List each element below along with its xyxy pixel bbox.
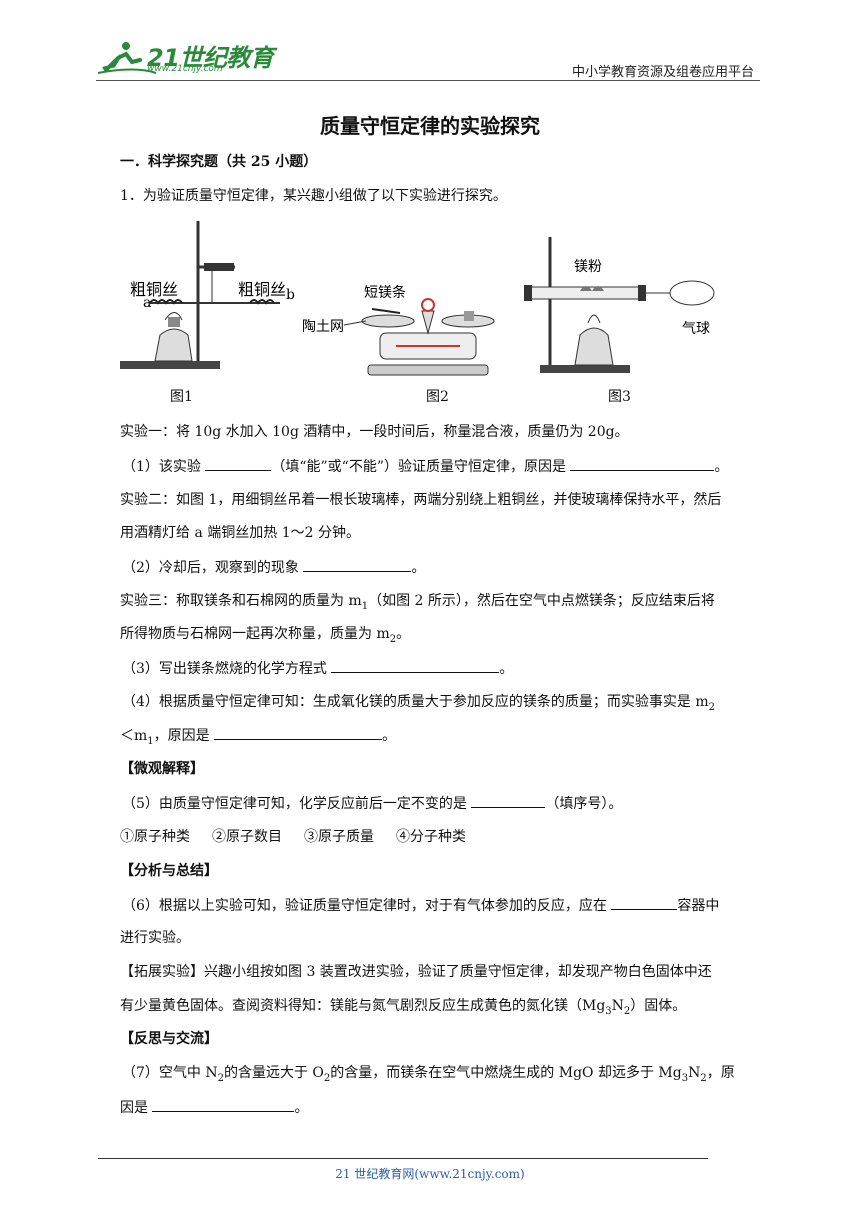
- logo-text: 21世纪教育: [147, 44, 274, 72]
- footer-text: 21 世纪教育网(www.21cnjy.com): [335, 1167, 525, 1181]
- q1-7-l1-d: N: [688, 1065, 701, 1081]
- exp3-l1-b: （如图 2 所示），然后在空气中点燃镁条；反应结束后将: [368, 593, 715, 609]
- experiment-3-line-1: 实验三：称取镁条和石棉网的质量为 m1（如图 2 所示），然后在空气中点燃镁条；…: [120, 591, 715, 617]
- question-intro: 1．为验证质量守恒定律，某兴趣小组做了以下实验进行探究。: [120, 188, 507, 204]
- answer-blank-3[interactable]: [303, 557, 412, 572]
- q1-7-l1-e: ，原: [706, 1065, 735, 1081]
- q1-2-part-a: （2）冷却后，观察到的现象: [122, 560, 304, 576]
- exp3-l2-a: 所得物质与石棉网一起再次称量，质量为 m: [120, 626, 390, 642]
- header-divider: [96, 80, 760, 81]
- q1-4-l1-a: （4）根据质量守恒定律可知：生成氧化镁的质量大于参加反应的镁条的质量；而实验事实…: [122, 694, 709, 710]
- q1-7-l1-s4: 2: [700, 1072, 707, 1084]
- q1-1-part-a: （1）该实验: [122, 459, 206, 475]
- figure-2-balance: [343, 298, 495, 376]
- q1-4-l2-a: ＜m: [120, 728, 148, 744]
- experiment-2-line-1: 实验二：如图 1，用细铜丝吊着一根长玻璃棒，两端分别绕上粗铜丝，并使玻璃棒保持水…: [120, 492, 722, 508]
- q1-7-l1-c: 的含量，而镁条在空气中燃烧生成的 MgO 却远多于 Mg: [330, 1065, 682, 1081]
- q1-7-l1-s1: 2: [217, 1072, 224, 1084]
- q1-7-l1-a: （7）空气中 N: [122, 1065, 218, 1081]
- q1-7-l2-b: 。: [294, 1100, 309, 1116]
- logo-url: www.21cnjy.com: [147, 64, 223, 74]
- answer-blank-2[interactable]: [570, 456, 715, 471]
- q1-7-line-1: （7）空气中 N2的含量远大于 O2的含量，而镁条在空气中燃烧生成的 MgO 却…: [122, 1063, 735, 1089]
- figure-1-apparatus: [120, 221, 280, 369]
- analysis-heading: 【分析与总结】: [120, 863, 218, 879]
- q1-5: （5）由质量守恒定律可知，化学反应前后一定不变的是 （填序号）。: [122, 793, 622, 814]
- header-platform-text: 中小学教育资源及组卷应用平台: [571, 65, 754, 80]
- footer-divider: [98, 1158, 708, 1159]
- fig2-label-top: 短镁条: [364, 284, 406, 301]
- ext-l2-s2: 2: [623, 1005, 631, 1017]
- fig1-caption: 图1: [170, 389, 193, 405]
- answer-blank-6[interactable]: [471, 793, 546, 808]
- fig1-label-left: 粗铜丝: [130, 280, 178, 299]
- q1-7-l1-b: 的含量远大于 O: [223, 1065, 324, 1081]
- page-title: 质量守恒定律的实验探究: [320, 114, 540, 138]
- experiment-3-line-2: 所得物质与石棉网一起再次称量，质量为 m2。: [120, 624, 410, 650]
- experiment-1-text: 实验一：将 10g 水加入 10g 酒精中，一段时间后，称量混合液，质量仍为 2…: [120, 424, 629, 440]
- ext-l2-c: ）固体。: [630, 998, 687, 1014]
- q1-1-part-b: （填“能”或“不能”）验证质量守恒定律，原因是: [271, 459, 571, 475]
- ext-l2-s1: 3: [605, 1005, 612, 1017]
- q1-6-line-1: （6）根据以上实验可知，验证质量守恒定律时，对于有气体参加的反应，应在 容器中: [122, 895, 719, 916]
- exp3-l1-sub: 1: [361, 600, 369, 612]
- q1-7-l1-s3: 3: [681, 1072, 689, 1084]
- option-3: ③原子质量: [304, 829, 374, 845]
- fig3-caption: 图3: [608, 389, 631, 405]
- fig3-label-top: 镁粉: [574, 259, 602, 275]
- q1-6-l1-b: 容器中: [677, 898, 720, 914]
- section-heading: 一．科学探究题（共 25 小题）: [120, 154, 318, 170]
- reflect-heading: 【反思与交流】: [120, 1031, 218, 1047]
- q1-6-line-2: 进行实验。: [120, 930, 190, 946]
- answer-blank-8[interactable]: [152, 1097, 295, 1112]
- q1-4-line-1: （4）根据质量守恒定律可知：生成氧化镁的质量大于参加反应的镁条的质量；而实验事实…: [122, 692, 715, 718]
- experiment-figures: 粗铜丝 粗铜丝 a b 短镁条 陶土网 镁粉 气球: [120, 221, 715, 376]
- options-row: ①原子种类 ②原子数目 ③原子质量 ④分子种类: [120, 827, 488, 847]
- q1-4-line-2: ＜m1，原因是 。: [120, 725, 396, 752]
- q1-4-l2-sub: 1: [147, 735, 154, 747]
- q1-7-line-2: 因是 。: [120, 1097, 308, 1118]
- exp3-l2-sub: 2: [389, 633, 397, 645]
- q1-3-part-b: 。: [499, 661, 514, 677]
- option-1: ①原子种类: [120, 829, 190, 845]
- answer-blank-1[interactable]: [205, 456, 272, 471]
- q1-5-part-b: （填序号）。: [545, 796, 623, 812]
- q1-2: （2）冷却后，观察到的现象 。: [122, 557, 425, 578]
- q1-6-l1-a: （6）根据以上实验可知，验证质量守恒定律时，对于有气体参加的反应，应在: [122, 898, 612, 914]
- fig1-label-b: b: [286, 287, 295, 303]
- ext-l2-b: N: [611, 998, 624, 1014]
- fig3-label-right: 气球: [682, 321, 710, 337]
- q1-7-l2-a: 因是: [120, 1100, 153, 1116]
- answer-blank-7[interactable]: [611, 895, 678, 910]
- fig1-label-a: a: [143, 295, 151, 311]
- extension-line-1: 【拓展实验】兴趣小组按如图 3 装置改进实验，验证了质量守恒定律，却发现产物白色…: [120, 964, 712, 980]
- q1-4-l1-sub: 2: [708, 701, 716, 713]
- answer-blank-5[interactable]: [214, 725, 383, 740]
- experiment-2-line-2: 用酒精灯给 a 端铜丝加热 1～2 分钟。: [120, 525, 360, 541]
- option-4: ④分子种类: [396, 829, 466, 845]
- q1-4-l2-c: 。: [382, 728, 397, 744]
- exp3-l2-b: 。: [396, 626, 411, 642]
- ext-l2-a: 有少量黄色固体。查阅资料得知：镁能与氮气剧烈反应生成黄色的氮化镁（Mg: [120, 998, 606, 1014]
- micro-heading: 【微观解释】: [120, 761, 204, 777]
- q1-4-l2-b: ，原因是: [153, 728, 215, 744]
- q1-1-part-c: 。: [714, 459, 729, 475]
- q1-5-part-a: （5）由质量守恒定律可知，化学反应前后一定不变的是: [122, 796, 472, 812]
- answer-blank-4[interactable]: [331, 658, 500, 673]
- runner-logo-icon: [97, 42, 157, 74]
- figure-3-apparatus: [524, 237, 715, 373]
- q1-7-l1-s2: 2: [323, 1072, 331, 1084]
- q1-2-part-b: 。: [411, 560, 426, 576]
- q1-1: （1）该实验 （填“能”或“不能”）验证质量守恒定律，原因是 。: [122, 456, 728, 477]
- fig2-label-left: 陶土网: [302, 319, 344, 335]
- q1-3-part-a: （3）写出镁条燃烧的化学方程式: [122, 661, 332, 677]
- option-2: ②原子数目: [212, 829, 282, 845]
- q1-3: （3）写出镁条燃烧的化学方程式 。: [122, 658, 513, 679]
- exp3-l1-a: 实验三：称取镁条和石棉网的质量为 m: [120, 593, 362, 609]
- fig1-label-right: 粗铜丝: [238, 280, 286, 299]
- extension-line-2: 有少量黄色固体。查阅资料得知：镁能与氮气剧烈反应生成黄色的氮化镁（Mg3N2）固…: [120, 996, 686, 1022]
- fig2-caption: 图2: [426, 389, 449, 405]
